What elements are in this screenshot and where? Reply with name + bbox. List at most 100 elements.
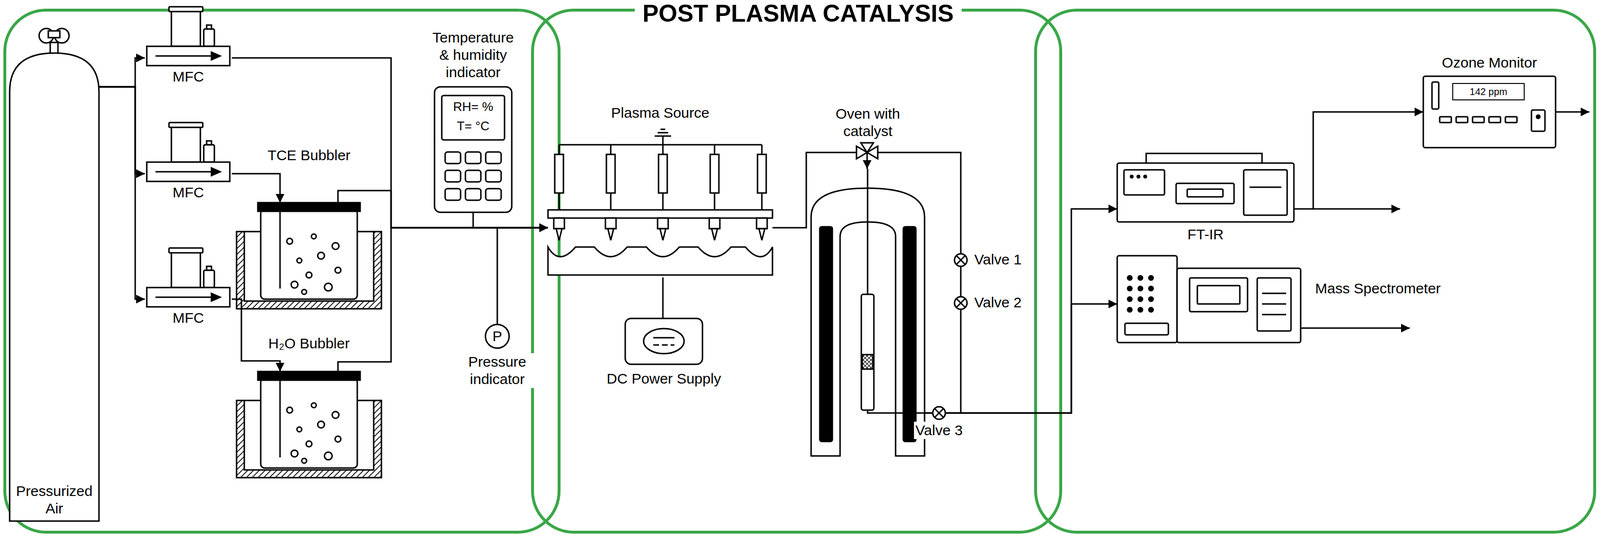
circle-shape bbox=[296, 258, 302, 264]
diagram-title: POST PLASMA CATALYSIS bbox=[634, 0, 962, 29]
pipe-connector bbox=[662, 277, 664, 319]
rect-shape bbox=[203, 144, 215, 163]
rect-shape bbox=[756, 218, 768, 229]
rect-shape bbox=[485, 170, 502, 183]
mass-spectrometer: Mass Spectrometer bbox=[1117, 255, 1301, 343]
circle-shape bbox=[932, 407, 946, 420]
mass-flow-controller: MFC bbox=[144, 4, 232, 90]
rect-shape bbox=[445, 152, 461, 164]
circle-shape bbox=[286, 238, 293, 245]
circle-shape bbox=[1126, 275, 1133, 281]
valve-label: Valve 2 bbox=[972, 294, 1024, 312]
rect-shape bbox=[1197, 285, 1240, 305]
power-supply: DC Power Supply bbox=[625, 318, 703, 365]
path-shape bbox=[559, 144, 762, 146]
node-sublabel: Pressure indicator bbox=[458, 353, 536, 389]
circle-shape bbox=[1148, 285, 1154, 292]
rect-shape bbox=[658, 154, 668, 194]
node-label: Plasma Source bbox=[611, 104, 710, 122]
node-label: MFC bbox=[144, 183, 232, 202]
circle-shape bbox=[1137, 275, 1144, 281]
pipe-connector bbox=[231, 57, 548, 228]
g-shape bbox=[39, 28, 70, 55]
node-sublabel: 142 ppm bbox=[1452, 83, 1525, 101]
rect-shape bbox=[547, 210, 773, 219]
node-label: H₂O Bubbler bbox=[268, 335, 350, 353]
circle-shape bbox=[291, 450, 298, 458]
pipe-connector bbox=[924, 304, 1118, 414]
circle-shape bbox=[1148, 275, 1154, 281]
rect-shape bbox=[1257, 278, 1292, 332]
path-shape bbox=[653, 337, 675, 346]
pressure-gauge: PPressure indicator bbox=[484, 323, 510, 350]
svg-shape bbox=[9, 53, 99, 522]
rect-shape bbox=[554, 154, 564, 194]
rect-shape bbox=[434, 86, 512, 213]
rect-shape bbox=[1531, 110, 1545, 132]
pipe-connector bbox=[98, 86, 145, 174]
circle-shape bbox=[324, 283, 333, 292]
circle-shape bbox=[332, 411, 339, 419]
rect-shape bbox=[710, 154, 719, 194]
rect-shape bbox=[168, 248, 203, 253]
rect-shape bbox=[206, 140, 212, 145]
path-shape bbox=[1249, 186, 1282, 189]
rect-shape bbox=[203, 28, 215, 47]
path-shape bbox=[556, 228, 562, 241]
circle-shape bbox=[335, 436, 341, 443]
rect-shape bbox=[171, 125, 201, 163]
circle-shape bbox=[1126, 307, 1133, 313]
rect-shape bbox=[862, 354, 873, 370]
rect-shape bbox=[441, 95, 505, 141]
rect-shape bbox=[1439, 116, 1452, 123]
path-shape bbox=[1555, 111, 1590, 113]
path-shape bbox=[211, 168, 221, 176]
valve-label: Valve 1 bbox=[972, 251, 1024, 269]
circle-shape bbox=[1137, 307, 1144, 313]
plasma-reactor: Plasma Source bbox=[547, 125, 773, 278]
rect-shape bbox=[465, 170, 481, 183]
rect-shape bbox=[861, 294, 874, 411]
ozone-monitor: Ozone Monitor142 ppm bbox=[1423, 76, 1556, 148]
rect-shape bbox=[168, 122, 203, 128]
rect-shape bbox=[445, 188, 461, 201]
svg-shape bbox=[236, 202, 382, 309]
pipe-connector bbox=[98, 86, 145, 300]
rect-shape bbox=[625, 318, 703, 365]
pipe-connector bbox=[231, 173, 281, 203]
rect-shape bbox=[206, 25, 212, 29]
circle-shape bbox=[306, 441, 312, 448]
path-shape bbox=[758, 228, 765, 241]
rect-shape bbox=[1124, 323, 1169, 336]
rect-shape bbox=[146, 287, 230, 308]
rect-shape bbox=[260, 209, 358, 300]
circle-shape bbox=[1129, 174, 1134, 179]
node-label: Temperature & humidity indicator bbox=[427, 28, 520, 82]
circle-shape bbox=[332, 242, 339, 250]
path-shape bbox=[547, 247, 773, 276]
rect-shape bbox=[657, 218, 669, 229]
humidity-meter: Temperature & humidity indicatorRH= %T= … bbox=[434, 86, 512, 213]
catalyst-oven: Oven with catalyst bbox=[811, 168, 925, 457]
path-shape bbox=[860, 142, 874, 153]
rect-shape bbox=[1189, 278, 1248, 312]
g-shape bbox=[874, 112, 1590, 414]
svg-shape bbox=[625, 318, 703, 365]
path-shape bbox=[1313, 208, 1401, 211]
pipe-connector bbox=[1293, 112, 1424, 210]
svg-shape bbox=[236, 371, 382, 478]
path-shape bbox=[867, 168, 925, 414]
path-shape bbox=[155, 171, 213, 173]
path-shape bbox=[1300, 327, 1410, 330]
svg-shape bbox=[811, 168, 925, 457]
circle-shape bbox=[954, 296, 968, 310]
rect-shape bbox=[1035, 10, 1595, 533]
pipe-connector bbox=[337, 227, 548, 372]
rect-shape bbox=[532, 10, 1061, 533]
node-sublabel: T= °C bbox=[444, 118, 503, 134]
rect-shape bbox=[4, 10, 560, 533]
node-label: Mass Spectrometer bbox=[1315, 280, 1441, 298]
svg-shape bbox=[547, 125, 773, 278]
node-label: FT-IR bbox=[1187, 225, 1224, 244]
